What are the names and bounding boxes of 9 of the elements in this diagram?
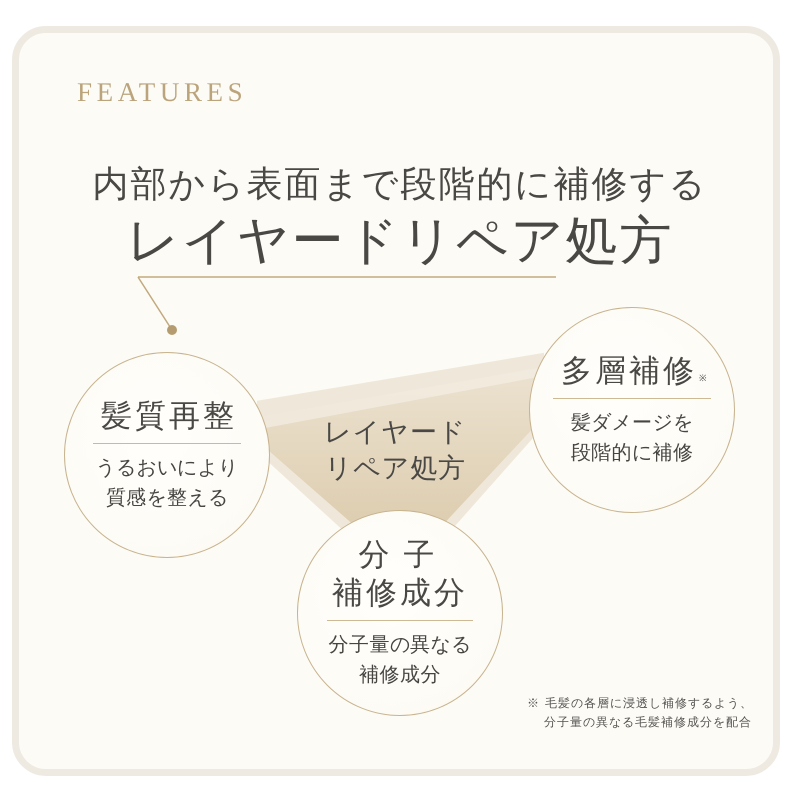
circle-description: うるおいにより質感を整える: [94, 454, 240, 512]
circle-description: 分子量の異なる補修成分: [328, 630, 472, 688]
section-heading: FEATURES: [77, 78, 248, 108]
circle-heading: 分子補修成分: [327, 537, 473, 621]
triangle-label: レイヤードリペア処方: [323, 416, 467, 486]
circle-description: 髪ダメージを段階的に補修: [570, 409, 694, 466]
footnote: ※ 毛髪の各層に浸透し補修するよう、分子量の異なる毛髪補修成分を配合: [527, 695, 754, 732]
main-title: 内部から表面まで段階的に補修するレイヤードリペア処方: [92, 163, 708, 269]
circle-heading: 髪質再整: [92, 398, 242, 444]
